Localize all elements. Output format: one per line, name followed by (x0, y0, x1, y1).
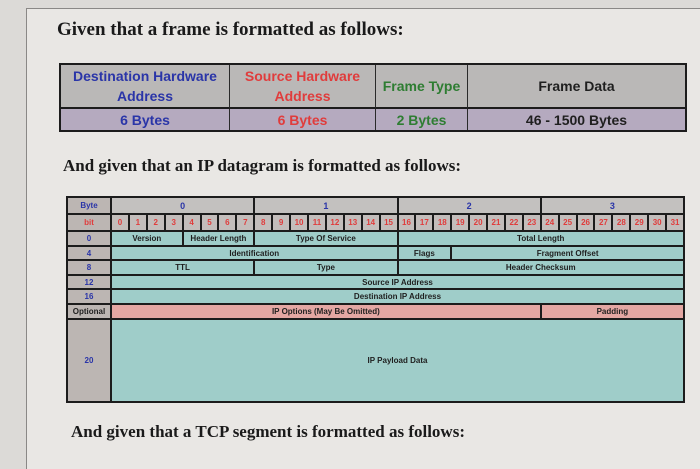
bit-number: 22 (505, 215, 522, 230)
byte-header: 3 (541, 198, 683, 213)
field-padding: Padding (541, 305, 683, 318)
ip-intro-heading: And given that an IP datagram is formatt… (63, 156, 462, 175)
row-offset: Optional (68, 305, 110, 318)
bit-number: 1 (129, 215, 146, 230)
bit-number: 28 (613, 215, 630, 230)
field-identification: Identification (112, 247, 397, 259)
byte-header: 1 (255, 198, 397, 213)
bit-number: 16 (398, 215, 415, 230)
bit-number: 23 (523, 215, 540, 230)
bit-number: 24 (541, 215, 558, 230)
field-ip-payload-data: IP Payload Data (112, 320, 683, 401)
row-offset: 12 (68, 276, 110, 288)
bit-number: 6 (219, 215, 236, 230)
row-offset: 0 (68, 232, 110, 245)
bit-number: 18 (434, 215, 451, 230)
bit-number: 7 (237, 215, 254, 230)
bit-number: 10 (291, 215, 307, 230)
bit-number: 14 (362, 215, 379, 230)
field-header-checksum: Header Checksum (398, 261, 683, 274)
tcp-intro-heading: And given that a TCP segment is formatte… (71, 422, 465, 441)
row-offset: 8 (68, 261, 110, 274)
bit-number: 19 (452, 215, 469, 230)
frame-intro-heading: Given that a frame is formatted as follo… (57, 19, 404, 40)
row-offset: 4 (68, 247, 110, 259)
bit-number: 15 (380, 215, 397, 230)
frame-format-table: Destination Hardware Address Source Hard… (59, 63, 687, 132)
bit-number: 9 (273, 215, 290, 230)
byte-label: Byte (68, 198, 110, 213)
field-type: Type (255, 261, 397, 274)
frame-size-destination: 6 Bytes (61, 109, 230, 130)
bit-number: 8 (255, 215, 272, 230)
bit-number: 13 (344, 215, 361, 230)
field-header-length: Header Length (183, 232, 254, 245)
frame-header-type: Frame Type (376, 65, 468, 109)
bit-number: 2 (147, 215, 164, 230)
field-type-of-service: Type Of Service (255, 232, 397, 245)
frame-header-destination: Destination Hardware Address (61, 65, 230, 109)
field-flags: Flags (398, 247, 451, 259)
frame-size-type: 2 Bytes (376, 109, 468, 130)
field-version: Version (112, 232, 182, 245)
bit-number: 30 (649, 215, 666, 230)
field-source-ip-address: Source IP Address (112, 276, 683, 288)
row-offset: 20 (68, 320, 110, 401)
field-destination-ip-address: Destination IP Address (112, 290, 683, 303)
field-fragment-offset: Fragment Offset (452, 247, 683, 259)
bit-number: 5 (201, 215, 218, 230)
frame-header-data: Frame Data (468, 65, 685, 109)
field-total-length: Total Length (398, 232, 683, 245)
frame-size-source: 6 Bytes (230, 109, 376, 130)
bit-number: 26 (577, 215, 594, 230)
bit-number: 21 (488, 215, 504, 230)
field-ip-options-may-be-omitted: IP Options (May Be Omitted) (112, 305, 540, 318)
bit-number: 25 (559, 215, 576, 230)
bit-number: 29 (631, 215, 648, 230)
bit-number: 31 (667, 215, 683, 230)
bit-number: 20 (470, 215, 487, 230)
bit-number: 0 (112, 215, 128, 230)
field-ttl: TTL (112, 261, 254, 274)
byte-header: 0 (112, 198, 254, 213)
frame-header-source: Source Hardware Address (230, 65, 376, 109)
bit-number: 11 (308, 215, 325, 230)
bit-number: 3 (165, 215, 182, 230)
byte-header: 2 (398, 198, 540, 213)
row-offset: 16 (68, 290, 110, 303)
document-page: Given that a frame is formatted as follo… (26, 8, 700, 469)
bit-label: bit (68, 215, 110, 230)
bit-number: 4 (183, 215, 200, 230)
bit-number: 12 (326, 215, 343, 230)
bit-number: 17 (416, 215, 433, 230)
bit-number: 27 (595, 215, 612, 230)
frame-size-data: 46 - 1500 Bytes (468, 109, 685, 130)
